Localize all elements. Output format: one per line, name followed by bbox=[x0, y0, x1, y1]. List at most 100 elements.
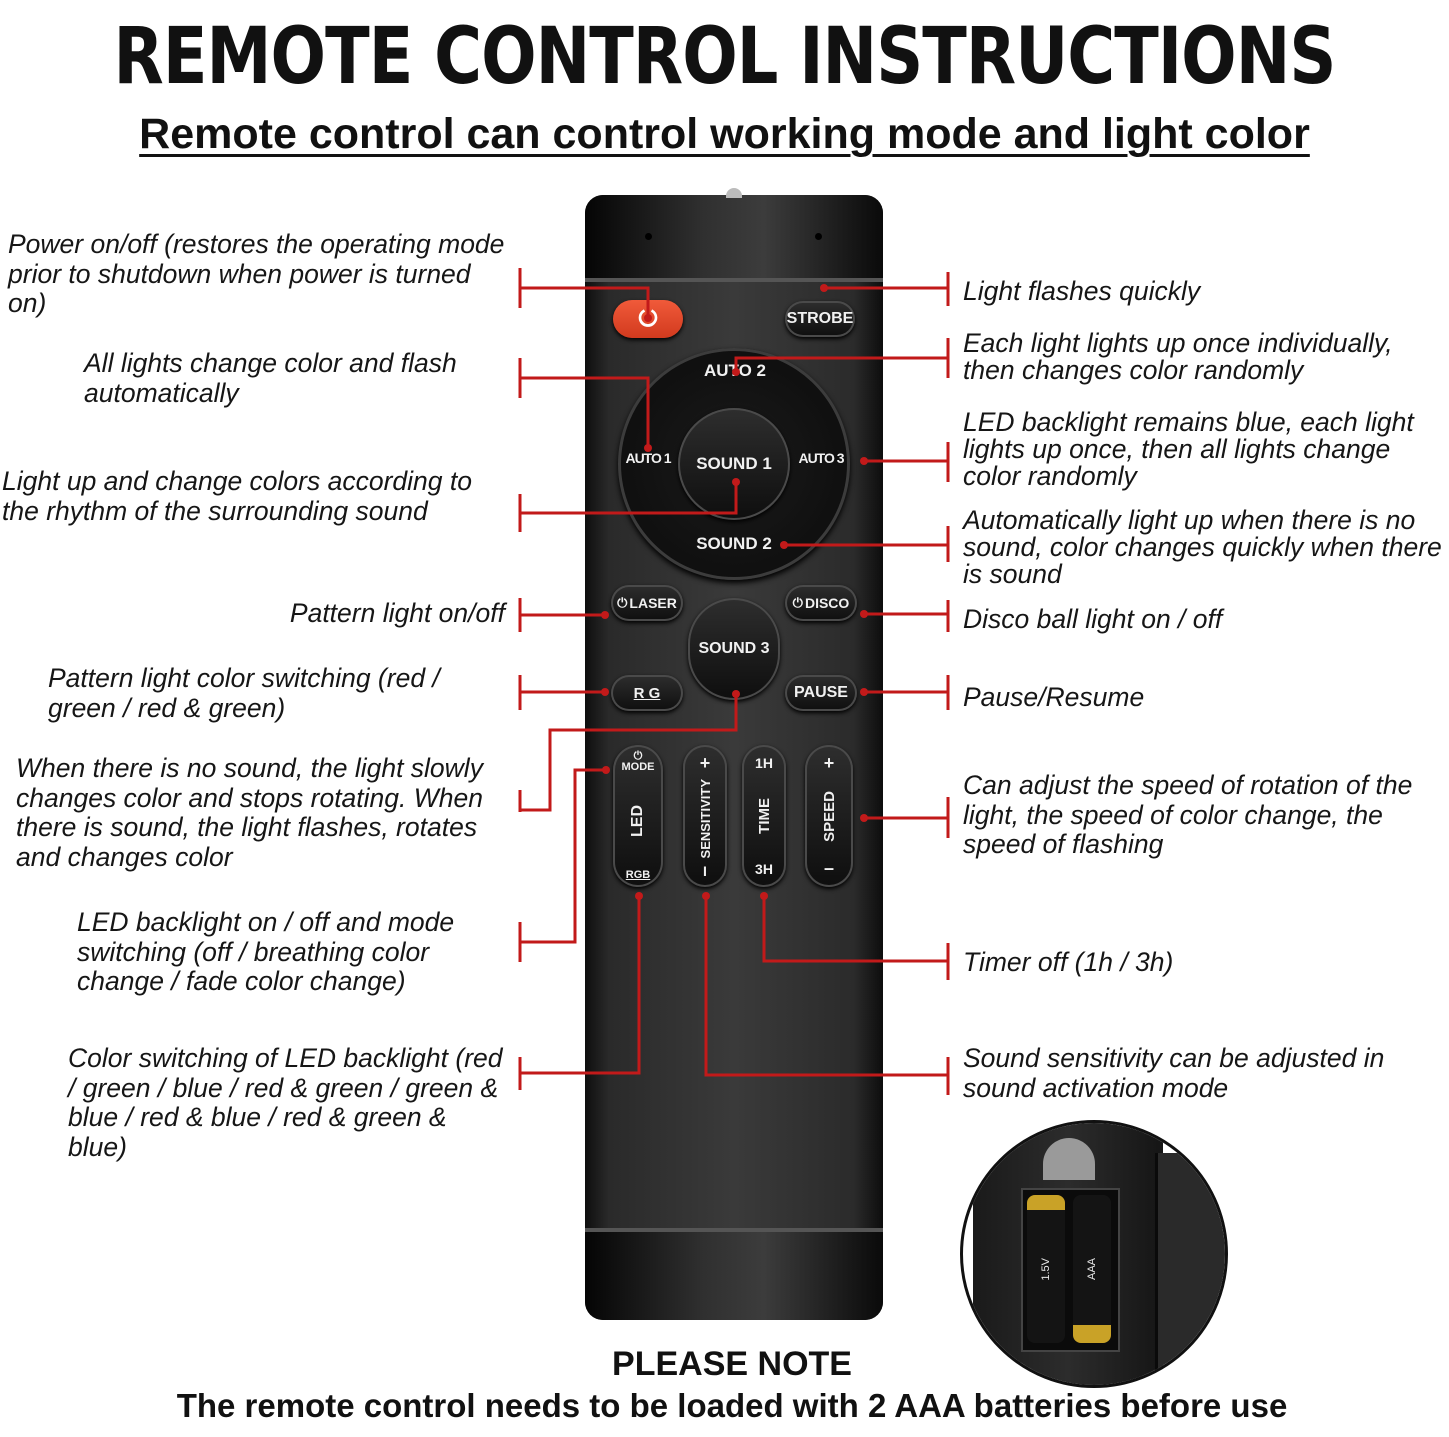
desc-sensitivity: Sound sensitivity can be adjusted in sou… bbox=[963, 1043, 1385, 1103]
leader-dot bbox=[732, 368, 740, 376]
desc-strobe: Light flashes quickly bbox=[963, 276, 1201, 306]
leader-line-time bbox=[762, 896, 950, 980]
battery-type-label: AAA bbox=[1086, 1257, 1098, 1280]
power-icon: ⏻ bbox=[792, 595, 803, 610]
disco-button[interactable]: ⏻DISCO bbox=[785, 585, 857, 621]
note-text: The remote control needs to be loaded wi… bbox=[176, 1387, 1288, 1424]
leader-line-led-mode bbox=[518, 768, 606, 962]
speed-rocker[interactable]: + SPEED – bbox=[805, 745, 853, 887]
desc-laser: Pattern light on/off bbox=[289, 598, 505, 628]
auto1-button[interactable]: AUTO 1 bbox=[625, 450, 671, 466]
leader-line-auto1 bbox=[518, 358, 650, 448]
page-subtitle-text: Remote control can control working mode … bbox=[139, 110, 1310, 158]
leader-dot bbox=[732, 478, 740, 486]
leader-dot bbox=[635, 892, 643, 900]
leader-line-sound2 bbox=[784, 526, 950, 562]
leader-line-laser bbox=[518, 598, 605, 632]
led-mode-button[interactable]: ⏻MODE bbox=[622, 751, 655, 773]
mode-label: MODE bbox=[621, 761, 655, 773]
leader-line-sound3 bbox=[518, 694, 738, 812]
ir-hole-icon bbox=[645, 233, 652, 240]
leader-dot bbox=[602, 766, 610, 774]
desc-sound2: Automatically light up when there is no … bbox=[963, 505, 1442, 589]
sound2-button[interactable]: SOUND 2 bbox=[696, 534, 772, 553]
divider bbox=[585, 278, 883, 282]
time-rocker[interactable]: 1H TIME 3H bbox=[742, 745, 786, 887]
battery-voltage-label: 1.5V bbox=[1040, 1257, 1052, 1281]
leader-dot bbox=[644, 314, 652, 322]
desc-rgb: Color switching of LED backlight (red / … bbox=[68, 1043, 503, 1162]
strobe-button[interactable]: STROBE bbox=[785, 301, 855, 337]
power-icon: ⏻ bbox=[633, 750, 643, 762]
desc-auto1: All lights change color and flash automa… bbox=[84, 348, 457, 408]
battery-spring-icon bbox=[1043, 1138, 1095, 1180]
speed-minus-button[interactable]: – bbox=[823, 857, 834, 878]
battery-compartment-inset: 1.5V AAA bbox=[960, 1120, 1228, 1388]
desc-sound1: Light up and change colors according to … bbox=[2, 466, 472, 526]
desc-speed: Can adjust the speed of rotation of the … bbox=[963, 770, 1413, 859]
desc-pause: Pause/Resume bbox=[963, 682, 1145, 712]
leader-dot bbox=[702, 892, 710, 900]
leader-line-disco bbox=[864, 600, 950, 632]
leader-line-auto3 bbox=[864, 442, 950, 482]
desc-disco: Disco ball light on / off bbox=[963, 604, 1223, 634]
leader-line-power bbox=[518, 268, 650, 318]
leader-dot bbox=[601, 611, 609, 619]
time-3h-button[interactable]: 3H bbox=[755, 861, 773, 877]
leader-dot bbox=[860, 688, 868, 696]
desc-led-mode: LED backlight on / off and mode switchin… bbox=[77, 907, 455, 996]
sound3-button[interactable]: SOUND 3 bbox=[688, 598, 780, 700]
disco-label: DISCO bbox=[804, 595, 850, 611]
leader-line-pause bbox=[864, 675, 950, 710]
leader-line-speed bbox=[864, 797, 950, 838]
leader-line-auto2 bbox=[734, 338, 950, 378]
sound1-button[interactable]: SOUND 1 bbox=[678, 408, 790, 520]
page-title: REMOTE CONTROL INSTRUCTIONS bbox=[113, 12, 1337, 102]
sensitivity-plus-button[interactable]: + bbox=[699, 753, 711, 773]
power-icon: ⏻ bbox=[617, 595, 628, 610]
leader-dot bbox=[860, 610, 868, 618]
laser-button[interactable]: ⏻LASER bbox=[611, 585, 683, 621]
battery-cover bbox=[1155, 1153, 1225, 1385]
leader-dot bbox=[601, 688, 609, 696]
time-1h-button[interactable]: 1H bbox=[755, 755, 773, 771]
led-rocker[interactable]: ⏻MODE LED RGB bbox=[613, 745, 663, 887]
note-title: PLEASE NOTE bbox=[612, 1345, 852, 1383]
laser-label: LASER bbox=[629, 595, 677, 611]
speed-plus-button[interactable]: + bbox=[823, 753, 835, 773]
remote-bottom-cap bbox=[585, 1230, 883, 1320]
desc-power: Power on/off (restores the operating mod… bbox=[8, 229, 505, 318]
leader-line-rg bbox=[518, 675, 605, 710]
pause-button[interactable]: PAUSE bbox=[785, 675, 857, 711]
rgb-button[interactable]: RGB bbox=[625, 869, 651, 881]
desc-time: Timer off (1h / 3h) bbox=[963, 947, 1174, 977]
battery-icon: AAA bbox=[1073, 1195, 1111, 1343]
ir-emitter-icon bbox=[726, 188, 742, 198]
leader-dot bbox=[820, 284, 828, 292]
auto3-button[interactable]: AUTO 3 bbox=[798, 450, 844, 466]
sensitivity-rocker[interactable]: + SENSITIVITY I bbox=[683, 745, 727, 887]
remote-top-cap bbox=[585, 195, 883, 280]
divider bbox=[585, 1228, 883, 1232]
desc-auto2: Each light lights up once individually, … bbox=[963, 328, 1393, 385]
desc-auto3: LED backlight remains blue, each light l… bbox=[963, 407, 1414, 491]
leader-line-strobe bbox=[824, 272, 950, 306]
leader-line-sensitivity bbox=[704, 896, 950, 1095]
leader-line-sound1 bbox=[518, 482, 738, 532]
desc-rg: Pattern light color switching (red / gre… bbox=[48, 663, 440, 723]
sensitivity-minus-button[interactable]: I bbox=[703, 863, 707, 879]
leader-dot bbox=[780, 541, 788, 549]
battery-icon: 1.5V bbox=[1027, 1195, 1065, 1343]
leader-dot bbox=[860, 814, 868, 822]
ir-hole-icon bbox=[815, 233, 822, 240]
rg-button[interactable]: R G bbox=[611, 675, 683, 711]
leader-dot bbox=[760, 892, 768, 900]
leader-line-rgb bbox=[518, 896, 641, 1090]
leader-dot bbox=[644, 444, 652, 452]
desc-sound3: When there is no sound, the light slowly… bbox=[16, 753, 483, 872]
page-subtitle: Remote control can control working mode … bbox=[0, 108, 1449, 160]
rg-label: R G bbox=[633, 684, 661, 702]
leader-dot bbox=[860, 457, 868, 465]
leader-dot bbox=[732, 690, 740, 698]
